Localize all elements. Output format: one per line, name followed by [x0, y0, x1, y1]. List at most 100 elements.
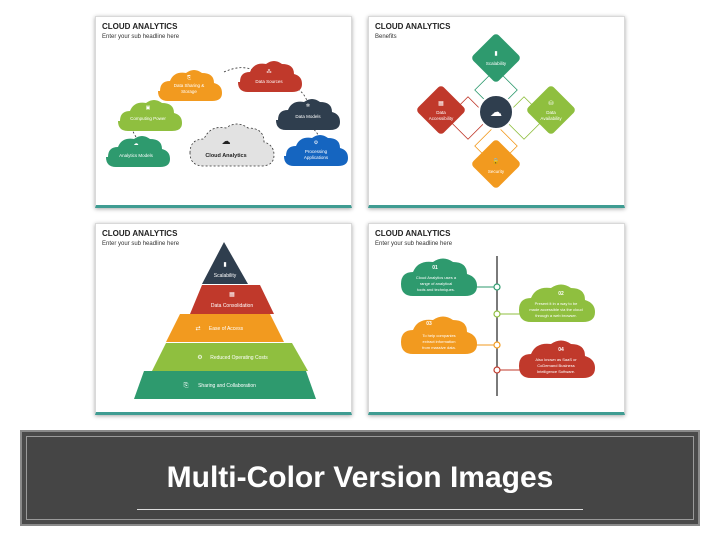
step-text-line: Intelligence Software. — [537, 369, 575, 374]
timeline-dot — [493, 283, 501, 291]
cloud-shape — [519, 284, 595, 322]
cloud-shape — [158, 70, 222, 101]
boxes-icon: ▦ — [438, 101, 444, 107]
step-text-line: tools and techniques. — [417, 287, 455, 292]
step-text-line: To help companies — [422, 333, 455, 338]
pyramid-diagram: ▮ Scalability ▦ Data Consolidation ⇄ Eas… — [134, 242, 316, 399]
cloud-shape — [401, 316, 477, 354]
bar-chart-icon: ▮ — [494, 51, 497, 57]
cloud-map-diagram: ⎘ Data Sharing & Storage ⁂ Data Sources … — [106, 61, 348, 167]
database-icon: ⛁ — [548, 100, 553, 107]
cloud-icon: ☁ — [222, 136, 231, 146]
cloud-label: Analytics Models — [119, 153, 154, 158]
cloud-label: Data Sharing & — [174, 83, 205, 88]
diamond-label-2: Accessibility — [429, 116, 454, 121]
step-text-line: through a web browser. — [535, 313, 577, 318]
cloud-shape — [238, 61, 302, 92]
slide-benefits[interactable]: CLOUD ANALYTICS Benefits ▮ Scalability ▦… — [368, 16, 625, 208]
banner-divider — [137, 509, 583, 510]
slide-subtitle: Benefits — [375, 34, 397, 40]
cloud-label-2: Storage — [181, 89, 197, 94]
cloud-label: Computing Power — [130, 116, 166, 121]
diamond-security: 🔒 Security — [472, 140, 520, 188]
banner: Multi-Color Version Images — [20, 430, 700, 526]
diamond-label: Data — [436, 110, 446, 115]
slide-timeline[interactable]: CLOUD ANALYTICS Enter your sub headline … — [368, 223, 625, 415]
tier-ease-of-access: ⇄ Ease of Access — [166, 314, 284, 342]
cloud-shape — [284, 135, 348, 166]
tier-label: Reduced Operating Costs — [210, 355, 268, 361]
nodes-icon: ✲ — [306, 103, 310, 109]
step-number: 02 — [558, 291, 564, 297]
tier-reduced-costs: ⚙ Reduced Operating Costs — [152, 343, 308, 371]
slide-cloud-map[interactable]: CLOUD ANALYTICS Enter your sub headline … — [95, 16, 352, 208]
cloud-icon: ☁ — [490, 105, 502, 119]
cloud-data-sharing: ⎘ Data Sharing & Storage — [158, 70, 222, 101]
bar-chart-icon: ▮ — [223, 262, 226, 268]
slide-title: CLOUD ANALYTICS — [102, 229, 178, 238]
tier-sharing: ⎘ Sharing and Collaboration — [134, 371, 316, 399]
cloud-label: Cloud Analytics — [205, 153, 246, 159]
timeline-step-04: 04 Also known as SaaS or CoDemand Busine… — [493, 340, 595, 378]
cloud-analytics-models: ☁ Analytics Models — [106, 136, 170, 167]
tier-shape — [202, 242, 248, 284]
cloud-label: Data Models — [295, 114, 321, 119]
access-icon: ⇄ — [195, 325, 200, 332]
cloud-data-models: ✲ Data Models — [276, 99, 340, 130]
cloud-data-sources: ⁂ Data Sources — [238, 61, 302, 92]
tier-label: Data Consolidation — [211, 303, 253, 309]
cloud-shape — [189, 123, 275, 167]
cloud-shape — [106, 136, 170, 167]
tier-shape — [190, 285, 274, 314]
step-text-line: Cloud Analytics uses a — [416, 275, 457, 280]
diamond-shape — [472, 140, 520, 188]
step-number: 01 — [432, 265, 438, 271]
timeline-step-02: 02 Present it in a way to be made access… — [493, 284, 595, 322]
chart-icon: ☁ — [134, 141, 139, 147]
step-text-line: made accessible via the cloud — [529, 307, 582, 312]
step-text-line: from massive data. — [422, 345, 456, 350]
benefits-diagram: ▮ Scalability ▦ Data Accessibility ⛁ Dat… — [417, 34, 575, 188]
cloud-processing-applications: ⚙ Processing Applications — [284, 135, 348, 166]
step-text-line: CoDemand Business — [537, 363, 575, 368]
slide-subtitle: Enter your sub headline here — [375, 241, 453, 247]
step-text-line: Present it in a way to be — [535, 301, 578, 306]
diamond-data-accessibility: ▦ Data Accessibility — [417, 86, 465, 134]
timeline-diagram: 01 Cloud Analytics uses a range of analy… — [401, 256, 595, 396]
diamond-label: Security — [488, 169, 505, 174]
tier-label: Sharing and Collaboration — [198, 383, 256, 389]
cloud-computing-power: ▣ Computing Power — [118, 100, 182, 131]
tier-shape — [166, 314, 284, 342]
tier-shape — [134, 371, 316, 399]
step-text-line: extract information — [423, 339, 456, 344]
diamond-shape — [472, 34, 520, 82]
share-icon: ⎘ — [184, 382, 189, 389]
network-icon: ⁂ — [267, 69, 272, 75]
share-icon: ⎘ — [187, 75, 191, 81]
cloud-shape — [519, 340, 595, 378]
cloud-label: Processing — [305, 149, 328, 154]
timeline-dot — [493, 310, 501, 318]
cloud-shape — [276, 99, 340, 130]
diamond-data-availability: ⛁ Data Availability — [527, 86, 575, 134]
step-text-line: range of analytical — [420, 281, 453, 286]
diamond-scalability: ▮ Scalability — [472, 34, 520, 82]
cloud-shape — [401, 258, 477, 296]
cloud-shape — [118, 100, 182, 131]
timeline-step-01: 01 Cloud Analytics uses a range of analy… — [401, 258, 501, 296]
slide-pyramid[interactable]: CLOUD ANALYTICS Enter your sub headline … — [95, 223, 352, 415]
diamond-shape — [527, 86, 575, 134]
slide-title: CLOUD ANALYTICS — [375, 22, 451, 31]
timeline-dot — [493, 341, 501, 349]
slide-subtitle: Enter your sub headline here — [102, 34, 180, 40]
boxes-icon: ▦ — [229, 292, 235, 298]
gear-icon: ⚙ — [197, 354, 202, 361]
slide-subtitle: Enter your sub headline here — [102, 241, 180, 247]
cloud-label: Data Sources — [255, 79, 283, 84]
tier-label: Ease of Access — [209, 326, 244, 332]
lock-icon: 🔒 — [492, 157, 499, 165]
step-number: 04 — [558, 347, 564, 353]
timeline-step-03: 03 To help companies extract information… — [401, 316, 501, 354]
tier-label: Scalability — [214, 273, 237, 279]
tier-data-consolidation: ▦ Data Consolidation — [190, 285, 274, 314]
